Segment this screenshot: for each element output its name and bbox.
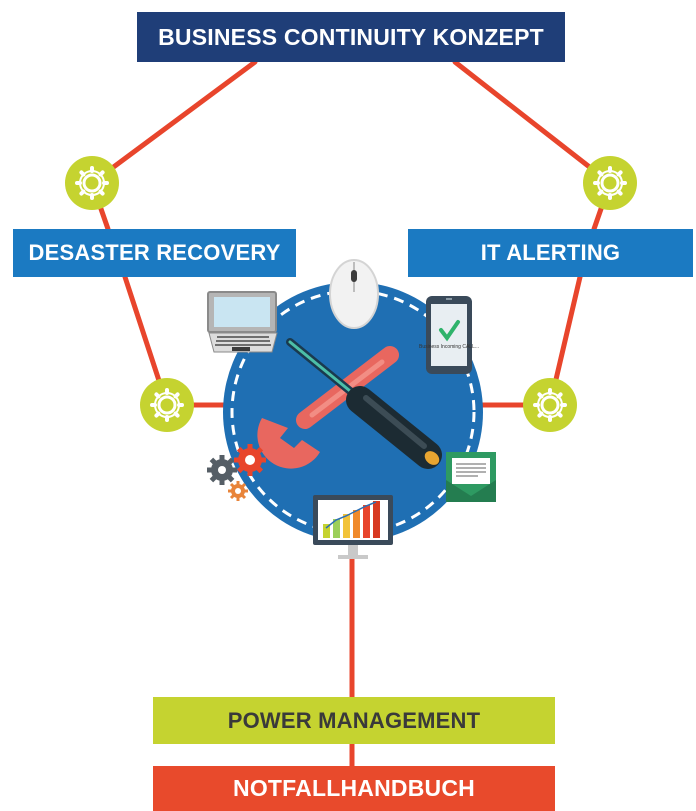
laptop-icon xyxy=(207,291,278,353)
gear-node-top-left xyxy=(65,156,119,210)
screwdriver-icon xyxy=(286,338,442,469)
gear-icon xyxy=(75,166,109,200)
gear-icon xyxy=(593,166,627,200)
desaster-recovery-box: DESASTER RECOVERY xyxy=(13,229,296,277)
gear-icon xyxy=(150,388,184,422)
notfallhandbuch-box: NOTFALLHANDBUCH xyxy=(153,766,555,811)
email-icon xyxy=(446,452,496,502)
it-alerting-box: IT ALERTING xyxy=(408,229,693,277)
phone-screen-text: Business Incoming CALL... xyxy=(419,344,479,350)
mouse-icon xyxy=(329,259,379,329)
gear-node-top-right xyxy=(583,156,637,210)
gear-node-left xyxy=(140,378,194,432)
connector-top-right xyxy=(452,59,613,186)
connector-lines xyxy=(89,59,613,769)
title-box: BUSINESS CONTINUITY KONZEPT xyxy=(137,12,565,62)
monitor-chart-icon xyxy=(313,495,393,559)
connector-top-left xyxy=(89,59,258,186)
gear-node-right xyxy=(523,378,577,432)
smartphone-icon xyxy=(426,296,472,374)
gear-icon xyxy=(533,388,567,422)
power-management-box: POWER MANAGEMENT xyxy=(153,697,555,744)
gears-cluster-icon xyxy=(207,444,266,501)
